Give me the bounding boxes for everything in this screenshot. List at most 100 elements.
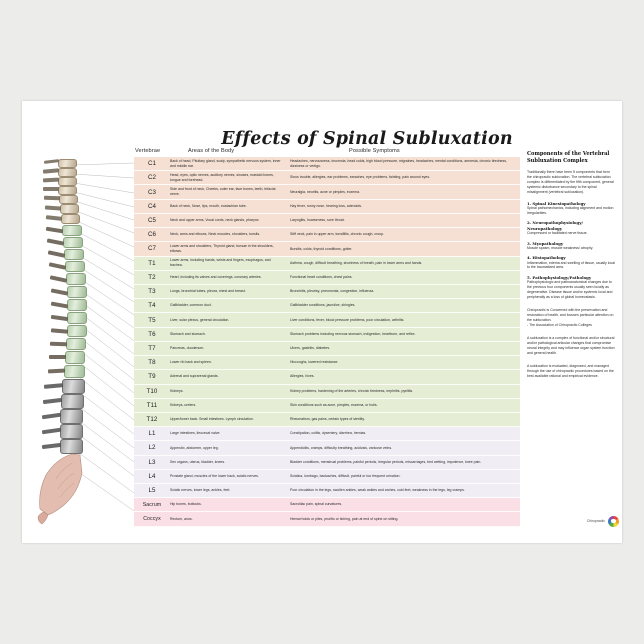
cell-areas-of-body: Upper/lower back. Small intestines. Lymp… [170,417,254,422]
cell-possible-symptoms: Bladder conditions, menstrual problems, … [290,459,482,464]
cell-vertebra: T8 [148,359,156,367]
table-row: T8 Lower rib back and spleen. Hiccoughs, l… [134,356,520,371]
column-header-vertebrae: Vertebrae [135,148,161,154]
cell-vertebra: C4 [147,202,157,210]
vertebra-c6 [60,204,79,214]
vertebra-c4 [58,186,77,195]
cell-possible-symptoms: Rheumatism, gas pains, certain types of … [290,417,365,422]
component-name: 2. Neuropathophysiology/ Neuropathology [527,220,583,231]
cell-vertebra: C5 [147,216,157,224]
cell-vertebra: L5 [148,487,156,495]
cell-possible-symptoms: Functional heart conditions, chest pains… [290,274,353,279]
cell-areas-of-body: Lungs, bronchial tubes, pleura, chest an… [170,289,246,294]
cell-vertebra: T12 [146,416,158,424]
component-description: Muscle spasm, muscle weakness/ atrophy. [527,245,594,250]
page-title: Effects of Spinal Subluxation [221,129,513,149]
vertebra-l2 [61,394,84,409]
cell-possible-symptoms: Poor circulation in the legs, swollen an… [290,488,465,493]
vertebra-c3 [58,177,77,186]
cell-areas-of-body: Prostate gland, muscles of the lower bac… [170,474,259,478]
column-header-symptoms: Possible Symptoms [349,148,400,154]
cell-areas-of-body: Heart, including its valves and covering… [170,274,262,279]
cell-vertebra: T5 [148,316,156,324]
cell-vertebra: T6 [148,330,156,338]
cell-possible-symptoms: Hiccoughs, lowered resistance. [290,360,339,365]
poster-canvas: Effects of Spinal Subluxation Vertebrae … [22,101,622,543]
component-description: Spinal pathomechanics, including alignme… [527,205,614,215]
cell-possible-symptoms: Asthma, cough, difficult breathing, shor… [290,260,423,265]
vertebra-t4 [65,261,85,272]
cell-vertebra: T11 [146,401,158,409]
cell-possible-symptoms: Sacroiliac pain, spinal curvatures. [290,502,343,507]
cell-vertebra: C6 [147,231,157,239]
cell-possible-symptoms: Bronchitis, pleurisy, pneumonia, congest… [290,289,375,294]
cell-vertebra: L3 [148,458,156,466]
cell-areas-of-body: Kidneys. [170,388,184,393]
cell-possible-symptoms: Hay fever, runny nose, hearing loss, ade… [290,203,362,208]
cell-vertebra: Sacrum [142,501,162,508]
vertebra-t10 [66,338,86,350]
cell-possible-symptoms: Allergies, hives. [290,374,315,379]
cell-areas-of-body: Pancreas, duodenum. [170,346,205,351]
color-wheel-logo-icon [608,515,619,527]
cell-areas-of-body: Stomach and stomach. [170,331,206,336]
component-description: Compressed or facilitated nerve tissue. [527,230,588,235]
cell-vertebra: T10 [146,387,158,395]
table-row: T5 Liver, solar plexus, general circulati… [134,313,520,328]
logo-area: Chiropractic [527,513,619,529]
cell-areas-of-body: Back of neck, Nose, lips, mouth, eustach… [170,203,247,208]
cell-vertebra: Coccyx [143,516,161,523]
vertebra-t3 [64,249,84,260]
cell-vertebra: T1 [148,259,156,267]
cell-vertebra: C7 [147,245,157,253]
vertebra-t6 [67,286,87,298]
cell-vertebra: T3 [148,288,156,296]
side-panel: Components of the Vertebral Subluxation … [527,151,615,536]
cell-areas-of-body: Liver, solar plexus, general circulation… [170,317,230,322]
cell-vertebra: L1 [148,430,156,438]
component-name: 3. Myopathology [527,240,564,246]
cell-areas-of-body: Lower rib back and spleen. [170,360,212,365]
vertebra-t12 [64,365,85,378]
spinous-process [43,187,59,191]
subluxation-management: A subluxation is evaluated, diagnosed, a… [527,363,614,378]
vertebra-l5 [60,439,83,454]
vertebra-l3 [60,409,83,424]
component-description: Inflammation, edema and swelling of tiss… [527,260,615,270]
cell-areas-of-body: Adrenal and suprarenal glands. [170,374,219,379]
component-name: 1. Spinal Kinesiopathology [527,200,586,206]
cell-possible-symptoms: Neuralgia, neuritis, acne or pimples, ec… [290,189,361,194]
spinous-process [49,355,66,359]
chiropractic-quote-citation: - The Association of Chiropractic Colleg… [527,322,592,327]
component-name: 4. Histopathology [527,255,566,261]
sacrum-coccyx-illustration [37,453,83,525]
spinous-process [49,341,68,346]
cell-vertebra: T7 [148,344,156,352]
cell-possible-symptoms: Headaches, nervousness, insomnia, head c… [290,158,507,168]
component-name: 5. Pathophysiology/Pathology [527,275,592,281]
vertebra-t9 [67,325,87,337]
cell-areas-of-body: Sciatic nerves, lower legs, ankles, feet… [170,488,231,493]
vertebra-c5 [59,195,78,204]
cell-vertebra: C1 [147,160,157,168]
logo-label: Chiropractic [586,518,605,523]
